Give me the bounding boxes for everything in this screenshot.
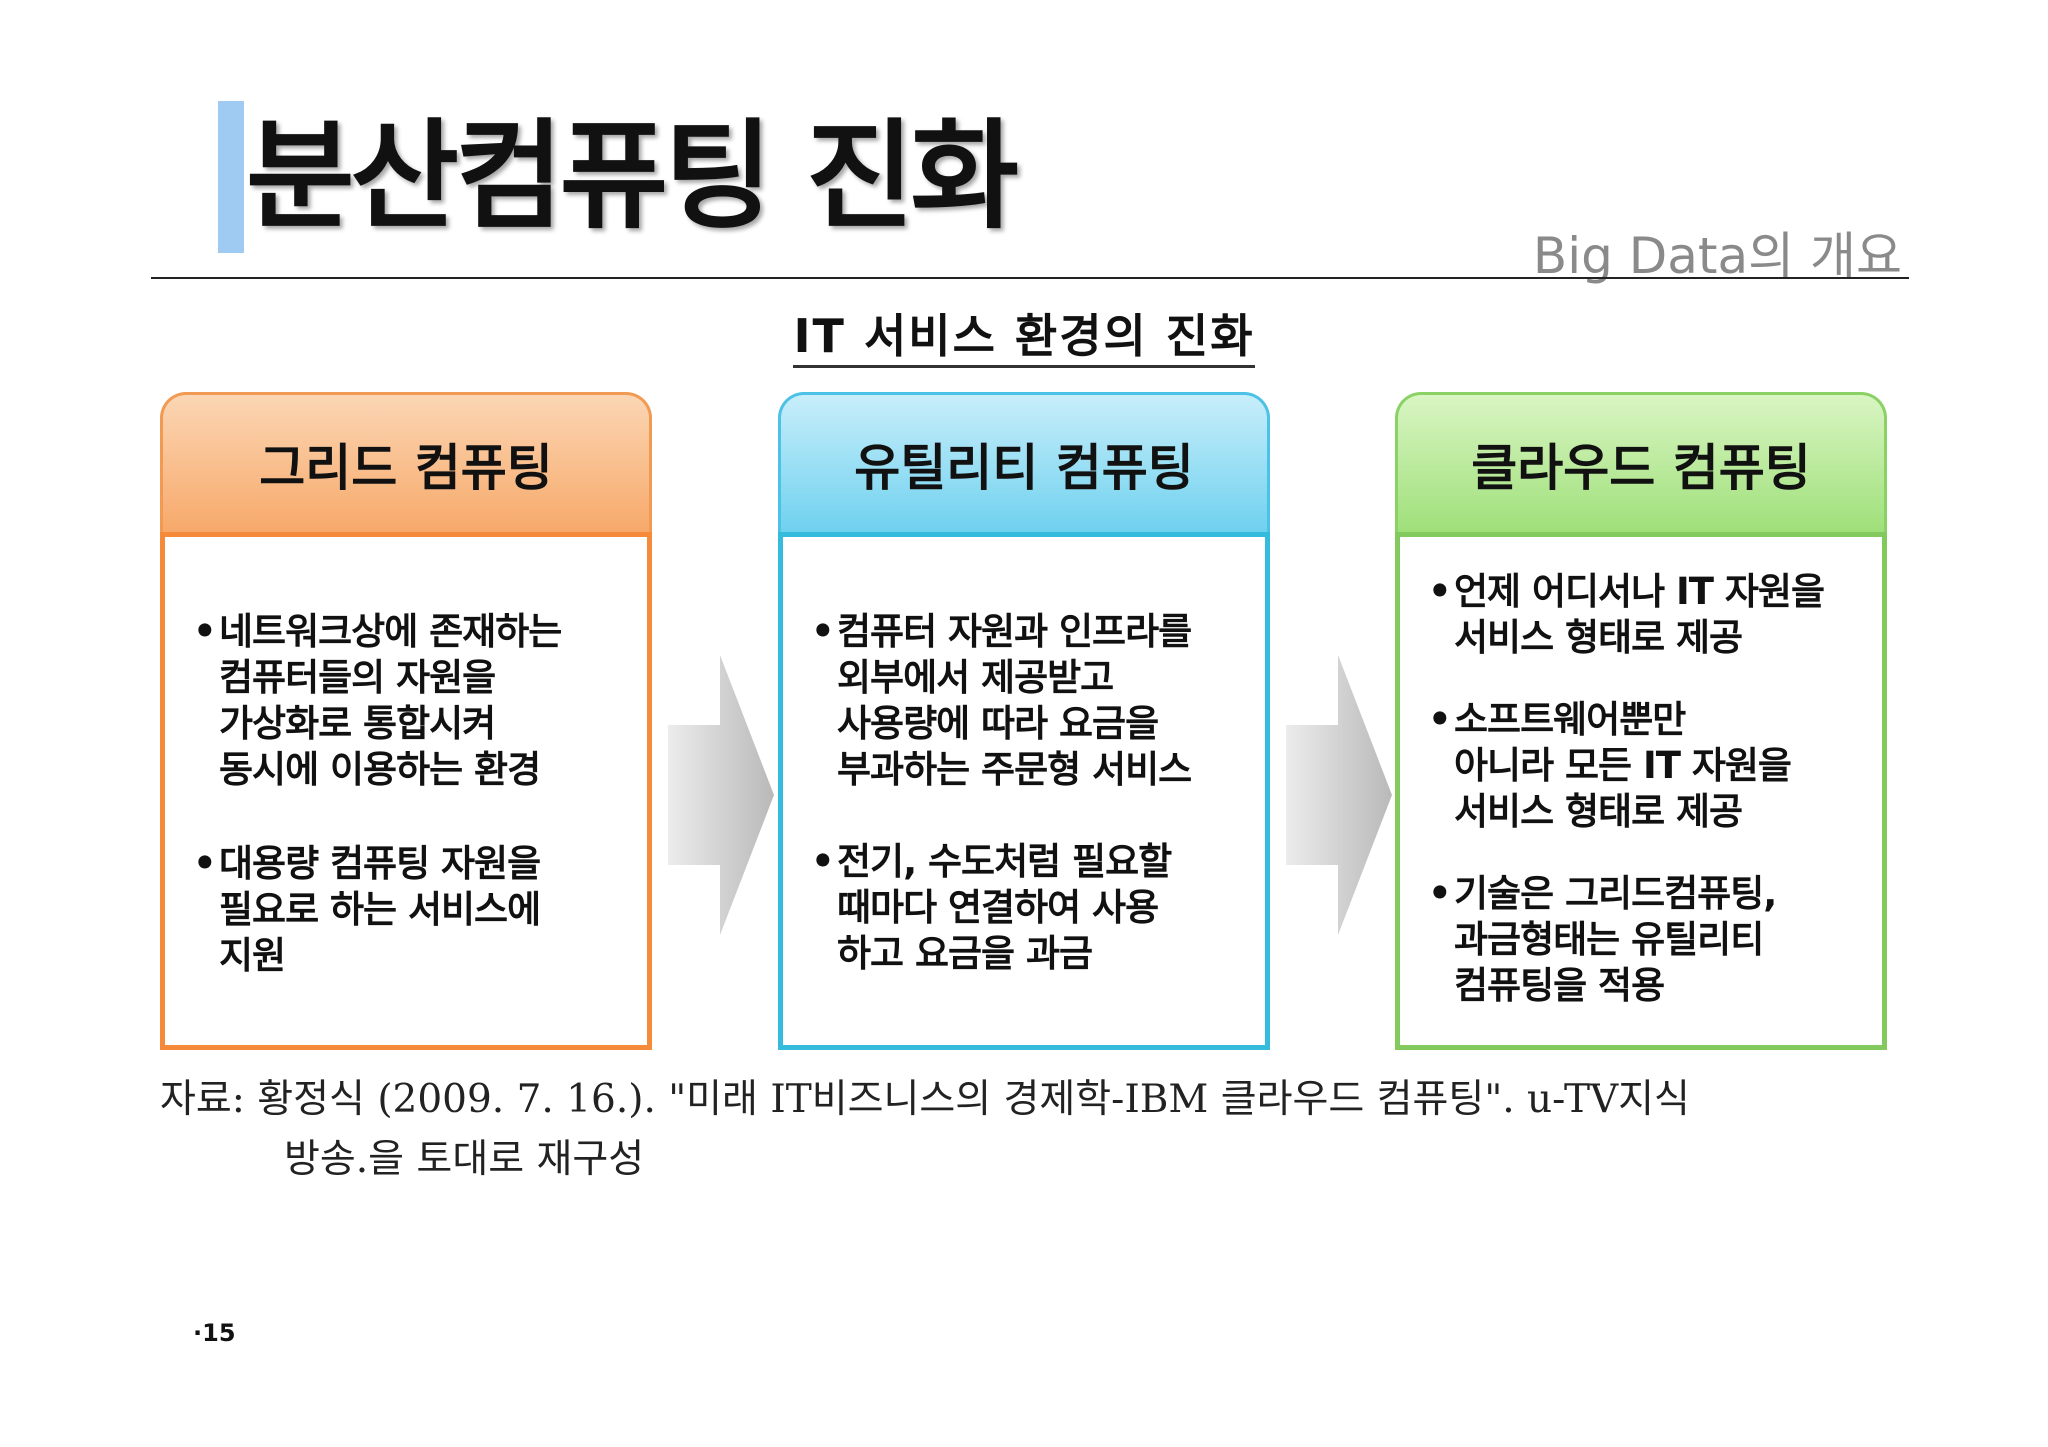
card-grid-computing: 그리드 컴퓨팅 네트워크상에 존재하는 컴퓨터들의 자원을 가상화로 통합시켜 … <box>160 392 652 1050</box>
bullet-line: 아니라 모든 IT 자원을 <box>1454 744 1792 787</box>
bullet-line: 컴퓨팅을 적용 <box>1454 964 1665 1007</box>
arrow-right-icon <box>1286 655 1392 935</box>
figure-title: IT 서비스 환경의 진화 <box>0 300 2048 368</box>
bullet-item: 컴퓨터 자원과 인프라를 외부에서 제공받고 사용량에 따라 요금을 부과하는 … <box>811 609 1245 793</box>
card-body: 언제 어디서나 IT 자원을 서비스 형태로 제공 소프트웨어뿐만 아니라 모든… <box>1395 532 1887 1050</box>
source-line: 방송.을 토대로 재구성 <box>284 1137 645 1182</box>
bullet-line: 사용량에 따라 요금을 <box>837 702 1159 745</box>
bullet-line: 컴퓨터들의 자원을 <box>219 656 496 699</box>
section-label: Big Data의 개요 <box>1532 227 1902 285</box>
bullet-line: 기술은 그리드컴퓨팅, <box>1454 872 1777 915</box>
bullet-item: 네트워크상에 존재하는 컴퓨터들의 자원을 가상화로 통합시켜 동시에 이용하는… <box>193 609 627 793</box>
bullet-list: 네트워크상에 존재하는 컴퓨터들의 자원을 가상화로 통합시켜 동시에 이용하는… <box>193 609 627 979</box>
bullet-item: 소프트웨어뿐만 아니라 모든 IT 자원을 서비스 형태로 제공 <box>1428 697 1862 835</box>
figure-title-text: IT 서비스 환경의 진화 <box>793 309 1255 368</box>
card-utility-computing: 유틸리티 컴퓨팅 컴퓨터 자원과 인프라를 외부에서 제공받고 사용량에 따라 … <box>778 392 1270 1050</box>
bullet-item: 언제 어디서나 IT 자원을 서비스 형태로 제공 <box>1428 569 1862 661</box>
bullet-line: 가상화로 통합시켜 <box>219 702 496 745</box>
bullet-item: 대용량 컴퓨팅 자원을 필요로 하는 서비스에 지원 <box>193 841 627 979</box>
bullet-item: 전기, 수도처럼 필요할 때마다 연결하여 사용 하고 요금을 과금 <box>811 839 1245 977</box>
card-cloud-computing: 클라우드 컴퓨팅 언제 어디서나 IT 자원을 서비스 형태로 제공 소프트웨어… <box>1395 392 1887 1050</box>
slide-title: 분산컴퓨팅 진화 <box>246 107 1019 245</box>
bullet-line: 때마다 연결하여 사용 <box>837 886 1159 929</box>
bullet-item: 기술은 그리드컴퓨팅, 과금형태는 유틸리티 컴퓨팅을 적용 <box>1428 871 1862 1009</box>
title-divider <box>151 277 1909 279</box>
bullet-line: 컴퓨터 자원과 인프라를 <box>837 610 1192 653</box>
bullet-line: 소프트웨어뿐만 <box>1454 698 1686 741</box>
bullet-line: 네트워크상에 존재하는 <box>219 610 562 653</box>
source-citation: 자료: 황정식 (2009. 7. 16.). "미래 IT비즈니스의 경제학-… <box>160 1070 1920 1190</box>
page-number: ·15 <box>193 1319 236 1347</box>
bullet-line: 과금형태는 유틸리티 <box>1454 918 1764 961</box>
bullet-line: 서비스 형태로 제공 <box>1454 790 1743 833</box>
bullet-list: 언제 어디서나 IT 자원을 서비스 형태로 제공 소프트웨어뿐만 아니라 모든… <box>1428 569 1862 1009</box>
bullet-line: 서비스 형태로 제공 <box>1454 616 1743 659</box>
source-line: 자료: 황정식 (2009. 7. 16.). "미래 IT비즈니스의 경제학-… <box>160 1077 1690 1122</box>
bullet-line: 부과하는 주문형 서비스 <box>837 748 1192 791</box>
arrow-right-icon <box>668 655 774 935</box>
bullet-line: 지원 <box>219 934 286 977</box>
bullet-list: 컴퓨터 자원과 인프라를 외부에서 제공받고 사용량에 따라 요금을 부과하는 … <box>811 609 1245 977</box>
bullet-line: 동시에 이용하는 환경 <box>219 748 541 791</box>
bullet-line: 하고 요금을 과금 <box>837 932 1093 975</box>
bullet-line: 전기, 수도처럼 필요할 <box>837 840 1172 883</box>
card-body: 네트워크상에 존재하는 컴퓨터들의 자원을 가상화로 통합시켜 동시에 이용하는… <box>160 532 652 1050</box>
bullet-line: 언제 어디서나 IT 자원을 <box>1454 570 1825 613</box>
title-accent-bar <box>218 101 244 253</box>
card-heading: 그리드 컴퓨팅 <box>160 392 652 532</box>
bullet-line: 필요로 하는 서비스에 <box>219 888 541 931</box>
bullet-line: 대용량 컴퓨팅 자원을 <box>219 842 541 885</box>
card-heading: 유틸리티 컴퓨팅 <box>778 392 1270 532</box>
bullet-line: 외부에서 제공받고 <box>837 656 1114 699</box>
card-body: 컴퓨터 자원과 인프라를 외부에서 제공받고 사용량에 따라 요금을 부과하는 … <box>778 532 1270 1050</box>
card-heading: 클라우드 컴퓨팅 <box>1395 392 1887 532</box>
